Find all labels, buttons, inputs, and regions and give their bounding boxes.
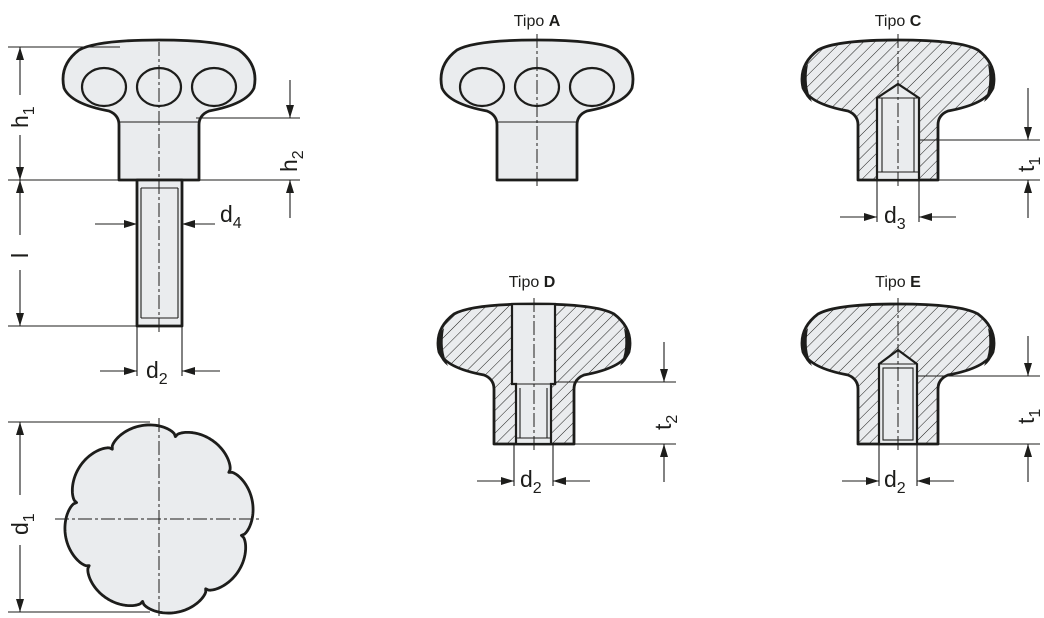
view-tipo-e: Tipo E — [800, 274, 996, 450]
dimension-t2-tipo-d-label: t2 — [650, 415, 681, 430]
dimension-h2: h2 — [196, 80, 307, 218]
dimension-h1-label: h1 — [7, 106, 38, 128]
knob-top-view — [55, 418, 262, 618]
tipo-d-title: Tipo D — [509, 274, 556, 291]
tipo-a-grip-hole-left — [458, 66, 506, 108]
tipo-e-title: Tipo E — [875, 274, 921, 291]
dimension-d1: d1 — [7, 421, 150, 613]
dimension-d2-tipo-e: d2 — [842, 444, 954, 497]
dimension-d2-screw: d2 — [100, 326, 220, 388]
view-tipo-a: Tipo A — [439, 13, 635, 186]
dimension-h2-label: h2 — [276, 150, 307, 172]
dimension-d3-tipo-c-label: d3 — [884, 202, 906, 233]
dimension-d2-tipo-d: d2 — [477, 444, 590, 497]
dimension-d4: d4 — [95, 201, 242, 232]
dimension-d2-tipo-d-label: d2 — [520, 466, 542, 497]
dimension-t1-tipo-e: t1 — [917, 336, 1044, 482]
dimension-d2-tipo-e-label: d2 — [884, 466, 906, 497]
dimension-d1-label: d1 — [7, 513, 38, 535]
dimension-t1-tipo-c-label: t1 — [1013, 157, 1044, 172]
dimension-t1-tipo-e-label: t1 — [1013, 409, 1044, 424]
dimension-d4-label: d4 — [220, 201, 242, 232]
dimension-d2-screw-label: d2 — [146, 357, 168, 388]
tipo-a-title: Tipo A — [514, 13, 561, 30]
view-tipo-c: Tipo C — [800, 13, 996, 186]
dimension-d3-tipo-c: d3 — [840, 180, 956, 233]
dimension-l: l — [7, 180, 137, 327]
tipo-c-title: Tipo C — [875, 13, 922, 30]
dimension-t1-tipo-c: t1 — [919, 88, 1044, 218]
knob-side-details — [80, 42, 238, 332]
dimension-l-label: l — [7, 253, 33, 258]
dimension-h1: h1 — [7, 46, 120, 181]
tipo-a-grip-hole-right — [568, 66, 616, 108]
view-tipo-d: Tipo D — [436, 274, 632, 450]
dimension-t2-tipo-d: t2 — [555, 342, 681, 482]
